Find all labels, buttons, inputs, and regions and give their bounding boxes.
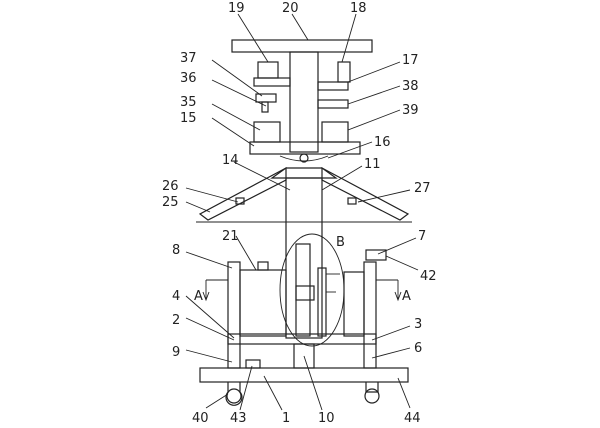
block-19	[257, 61, 279, 79]
label-B: B	[336, 235, 345, 250]
base-plate	[199, 367, 409, 383]
label-6: 6	[414, 341, 422, 356]
box-21	[239, 269, 287, 337]
block-35	[253, 121, 281, 143]
plate-37	[253, 77, 291, 87]
block-18	[337, 61, 351, 83]
label-38: 38	[402, 79, 419, 94]
label-21: 21	[222, 229, 239, 244]
joint-16	[299, 153, 309, 163]
label-4: 4	[172, 289, 180, 304]
label-25: 25	[162, 195, 179, 210]
inner-rod	[295, 243, 311, 337]
section-arrow-left	[202, 291, 210, 302]
main-column	[285, 177, 323, 339]
inner-rail	[317, 267, 327, 337]
section-mark-right	[376, 279, 399, 300]
wheel-right	[365, 382, 379, 393]
label-15: 15	[180, 111, 197, 126]
block-36	[255, 93, 277, 103]
canopy-right	[321, 166, 410, 221]
inner-block	[295, 285, 315, 301]
label-A-right: A	[402, 289, 411, 304]
label-42: 42	[420, 269, 437, 284]
label-36: 36	[180, 71, 197, 86]
wheel-left	[225, 382, 243, 406]
label-35: 35	[180, 95, 197, 110]
label-26: 26	[162, 179, 179, 194]
block-43	[245, 359, 261, 369]
canopy-left	[198, 166, 287, 221]
label-2: 2	[172, 313, 180, 328]
leader-lines	[185, 13, 419, 411]
label-1: 1	[282, 411, 290, 426]
cone-14	[270, 167, 338, 179]
label-37: 37	[180, 51, 197, 66]
label-20: 20	[282, 1, 299, 16]
canopy-tab-right	[347, 197, 357, 205]
label-11: 11	[364, 157, 381, 172]
plate-38	[317, 99, 349, 109]
pillar-right	[363, 261, 377, 369]
label-27: 27	[414, 181, 431, 196]
label-14: 14	[222, 153, 239, 168]
plate-17	[317, 81, 349, 91]
label-44: 44	[404, 411, 421, 426]
stem-36	[261, 101, 269, 113]
label-3: 3	[414, 317, 422, 332]
upper-column	[289, 51, 319, 153]
cap-42	[365, 249, 387, 261]
label-16: 16	[374, 135, 391, 150]
section-mark-left	[205, 279, 228, 300]
label-A-left: A	[194, 289, 203, 304]
wheel-right-hub	[364, 388, 380, 404]
pillar-left	[227, 261, 241, 369]
label-39: 39	[402, 103, 419, 118]
label-43: 43	[230, 411, 247, 426]
block-39	[321, 121, 349, 143]
label-17: 17	[402, 53, 419, 68]
section-arrow-right	[394, 291, 402, 302]
label-9: 9	[172, 345, 180, 360]
label-18: 18	[350, 1, 367, 16]
label-10: 10	[318, 411, 335, 426]
label-40: 40	[192, 411, 209, 426]
top-plate	[231, 39, 373, 53]
label-8: 8	[172, 243, 180, 258]
right-block	[343, 271, 365, 337]
joint-arc-16	[279, 155, 329, 162]
label-19: 19	[228, 1, 245, 16]
box-21-cap	[257, 261, 269, 271]
detail-ellipse-B	[279, 233, 345, 347]
label-7: 7	[418, 229, 426, 244]
wheel-left-hub	[226, 388, 242, 404]
